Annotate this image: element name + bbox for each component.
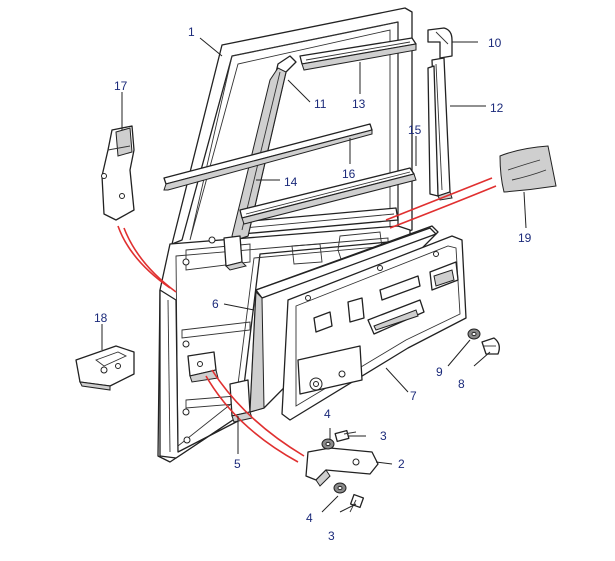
callout-3-upper: 3 (380, 429, 387, 443)
callout-16: 16 (342, 167, 356, 181)
callout-9: 9 (436, 365, 443, 379)
callout-19: 19 (518, 231, 532, 245)
callout-5: 5 (234, 457, 241, 471)
connector-curves (117, 177, 497, 463)
callout-labels: 1 2 3 3 4 4 5 6 7 8 9 10 11 12 13 14 15 … (94, 25, 532, 543)
callout-12: 12 (490, 101, 504, 115)
callout-8: 8 (458, 377, 465, 391)
waist-seal-part (163, 123, 373, 191)
callout-1: 1 (188, 25, 195, 39)
callout-18: 18 (94, 311, 108, 325)
callout-2: 2 (398, 457, 405, 471)
upper-fixings-part (321, 429, 357, 450)
leader-lines (101, 37, 527, 513)
check-strap-part (305, 447, 379, 487)
callout-13: 13 (352, 97, 366, 111)
callout-15: 15 (408, 123, 422, 137)
rear-lower-seal-part (239, 167, 417, 225)
lower-strip-part (229, 379, 253, 423)
callout-4-upper: 4 (324, 407, 331, 421)
lower-fixings-part (333, 482, 365, 513)
callout-7: 7 (410, 389, 417, 403)
callout-11: 11 (314, 97, 327, 111)
callout-3-lower: 3 (328, 529, 335, 543)
top-channel-part (299, 37, 417, 71)
callout-4-lower: 4 (306, 511, 313, 525)
door-hinge-plate-part (187, 351, 219, 383)
callout-17: 17 (114, 79, 128, 93)
callout-6: 6 (212, 297, 219, 311)
callout-10: 10 (488, 36, 502, 50)
rear-vertical-seal-part (427, 57, 453, 201)
lock-bracket-part (75, 345, 135, 391)
right-fixings-part (467, 328, 500, 355)
trim-panel-part (281, 235, 467, 421)
callout-14: 14 (284, 175, 298, 189)
hinge-bracket-part (101, 125, 135, 221)
pad-part (499, 145, 557, 193)
corner-piece-part (427, 27, 453, 59)
